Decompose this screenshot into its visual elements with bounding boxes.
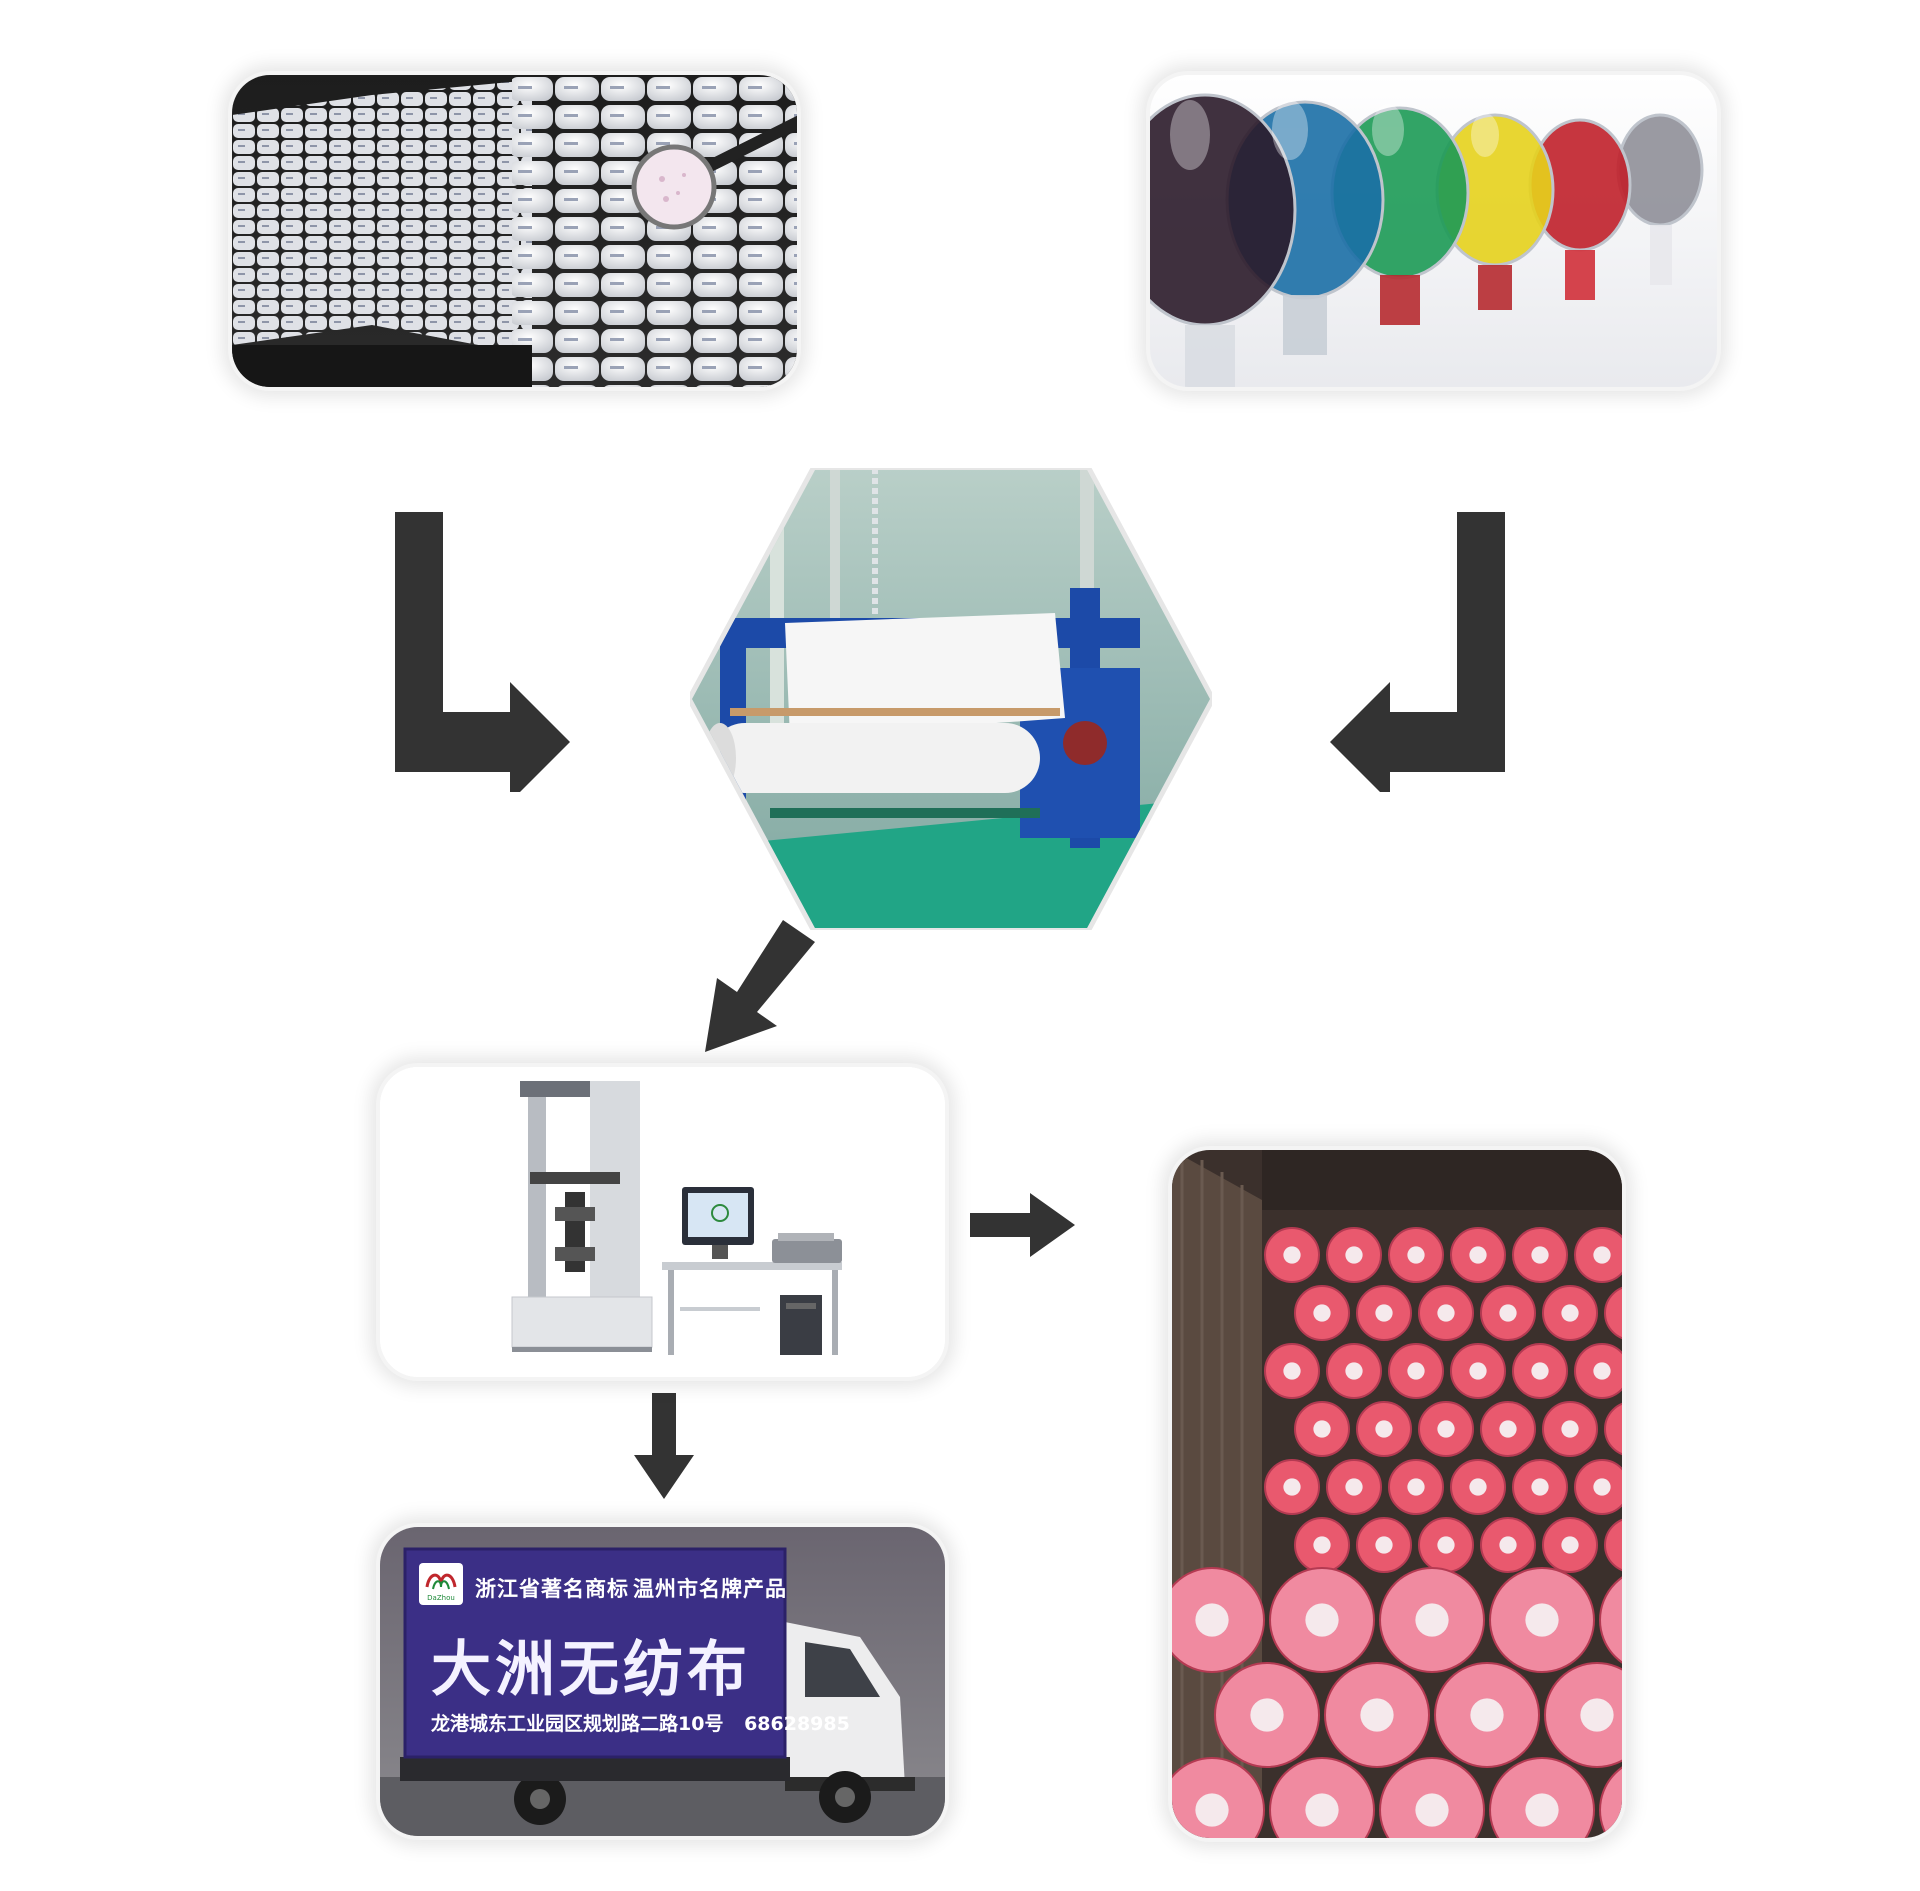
delivery-truck-image bbox=[380, 1527, 945, 1836]
truck-logo: DaZhou bbox=[419, 1563, 463, 1605]
arrow-machine-to-tester bbox=[705, 920, 815, 1052]
truck-logo-text: DaZhou bbox=[427, 1594, 455, 1602]
color-masterbatch-image bbox=[1150, 75, 1717, 387]
fabric-roll bbox=[1172, 1757, 1265, 1838]
fabric-roll bbox=[1450, 1459, 1506, 1515]
truck-panel: DaZhou 浙江省著名商标 温州市名牌产品 大洲无纺布 龙港城东工业园区规划路… bbox=[405, 1549, 850, 1757]
fabric-roll bbox=[1450, 1343, 1506, 1399]
fabric-roll bbox=[1604, 1518, 1622, 1572]
fabric-roll bbox=[1264, 1459, 1320, 1515]
fabric-roll bbox=[1542, 1517, 1598, 1573]
fabric-roll bbox=[1450, 1227, 1506, 1283]
fabric-roll bbox=[1480, 1517, 1536, 1573]
magnifier-icon bbox=[631, 115, 797, 230]
fabric-roll bbox=[1214, 1662, 1320, 1768]
fabric-roll bbox=[1326, 1227, 1382, 1283]
fabric-roll bbox=[1294, 1285, 1350, 1341]
fabric-roll bbox=[1356, 1285, 1412, 1341]
fabric-roll bbox=[1542, 1401, 1598, 1457]
truck-brand-name: 大洲无纺布 bbox=[431, 1635, 751, 1705]
fabric-roll bbox=[1326, 1459, 1382, 1515]
fabric-roll bbox=[1544, 1662, 1622, 1768]
fabric-roll bbox=[1324, 1662, 1430, 1768]
truck-phone: 68628985 bbox=[744, 1713, 850, 1735]
truck-slogan-right: 温州市名牌产品 bbox=[633, 1577, 787, 1601]
fabric-roll bbox=[1489, 1567, 1595, 1673]
nonwoven-machine-image bbox=[686, 465, 1216, 933]
fabric-roll bbox=[1379, 1757, 1485, 1838]
fabric-roll bbox=[1480, 1401, 1536, 1457]
fabric-roll bbox=[1604, 1286, 1622, 1340]
tensile-tester-photo bbox=[380, 1067, 945, 1377]
arrow-raw-to-machine bbox=[395, 512, 570, 792]
fabric-roll bbox=[1542, 1285, 1598, 1341]
fabric-roll bbox=[1574, 1459, 1622, 1515]
delivery-truck-photo: DaZhou 浙江省著名商标 温州市名牌产品 大洲无纺布 龙港城东工业园区规划路… bbox=[380, 1527, 945, 1836]
fabric-roll bbox=[1294, 1517, 1350, 1573]
truck-address-line: 龙港城东工业园区规划路二路10号 68628985 bbox=[431, 1709, 850, 1736]
raw-material-bags-photo bbox=[232, 75, 797, 387]
fabric-roll bbox=[1489, 1757, 1595, 1838]
arrow-masterbatch-to-machine bbox=[1330, 512, 1505, 792]
fabric-roll bbox=[1418, 1285, 1474, 1341]
fabric-roll bbox=[1356, 1517, 1412, 1573]
color-masterbatch-photo bbox=[1150, 75, 1717, 387]
fabric-roll bbox=[1574, 1343, 1622, 1399]
fabric-roll bbox=[1388, 1459, 1444, 1515]
fabric-roll bbox=[1264, 1343, 1320, 1399]
fabric-roll bbox=[1379, 1567, 1485, 1673]
fabric-roll bbox=[1418, 1517, 1474, 1573]
nonwoven-machine-photo bbox=[686, 465, 1216, 933]
fabric-roll bbox=[1388, 1343, 1444, 1399]
fabric-roll bbox=[1269, 1567, 1375, 1673]
fabric-roll bbox=[1418, 1401, 1474, 1457]
fabric-roll bbox=[1172, 1567, 1265, 1673]
raw-material-bags-image bbox=[232, 75, 797, 387]
arrow-tester-to-truck bbox=[634, 1393, 694, 1499]
fabric-rolls-photo bbox=[1172, 1150, 1622, 1838]
fabric-roll bbox=[1512, 1343, 1568, 1399]
fabric-roll bbox=[1388, 1227, 1444, 1283]
fabric-roll bbox=[1434, 1662, 1540, 1768]
dazhou-logo-icon bbox=[425, 1573, 457, 1590]
fabric-roll bbox=[1294, 1401, 1350, 1457]
fabric-roll bbox=[1512, 1227, 1568, 1283]
fabric-rolls-image bbox=[1172, 1150, 1622, 1838]
fabric-roll bbox=[1356, 1401, 1412, 1457]
truck-address: 龙港城东工业园区规划路二路10号 bbox=[431, 1713, 724, 1735]
fabric-roll bbox=[1512, 1459, 1568, 1515]
truck-slogan-left: 浙江省著名商标 bbox=[475, 1577, 629, 1601]
fabric-roll bbox=[1604, 1402, 1622, 1456]
fabric-roll bbox=[1269, 1757, 1375, 1838]
fabric-roll bbox=[1574, 1227, 1622, 1283]
fabric-roll bbox=[1480, 1285, 1536, 1341]
tensile-tester-image bbox=[380, 1067, 945, 1377]
fabric-roll bbox=[1326, 1343, 1382, 1399]
arrow-tester-to-rolls bbox=[970, 1193, 1075, 1257]
fabric-roll bbox=[1599, 1576, 1622, 1664]
fabric-roll bbox=[1264, 1227, 1320, 1283]
